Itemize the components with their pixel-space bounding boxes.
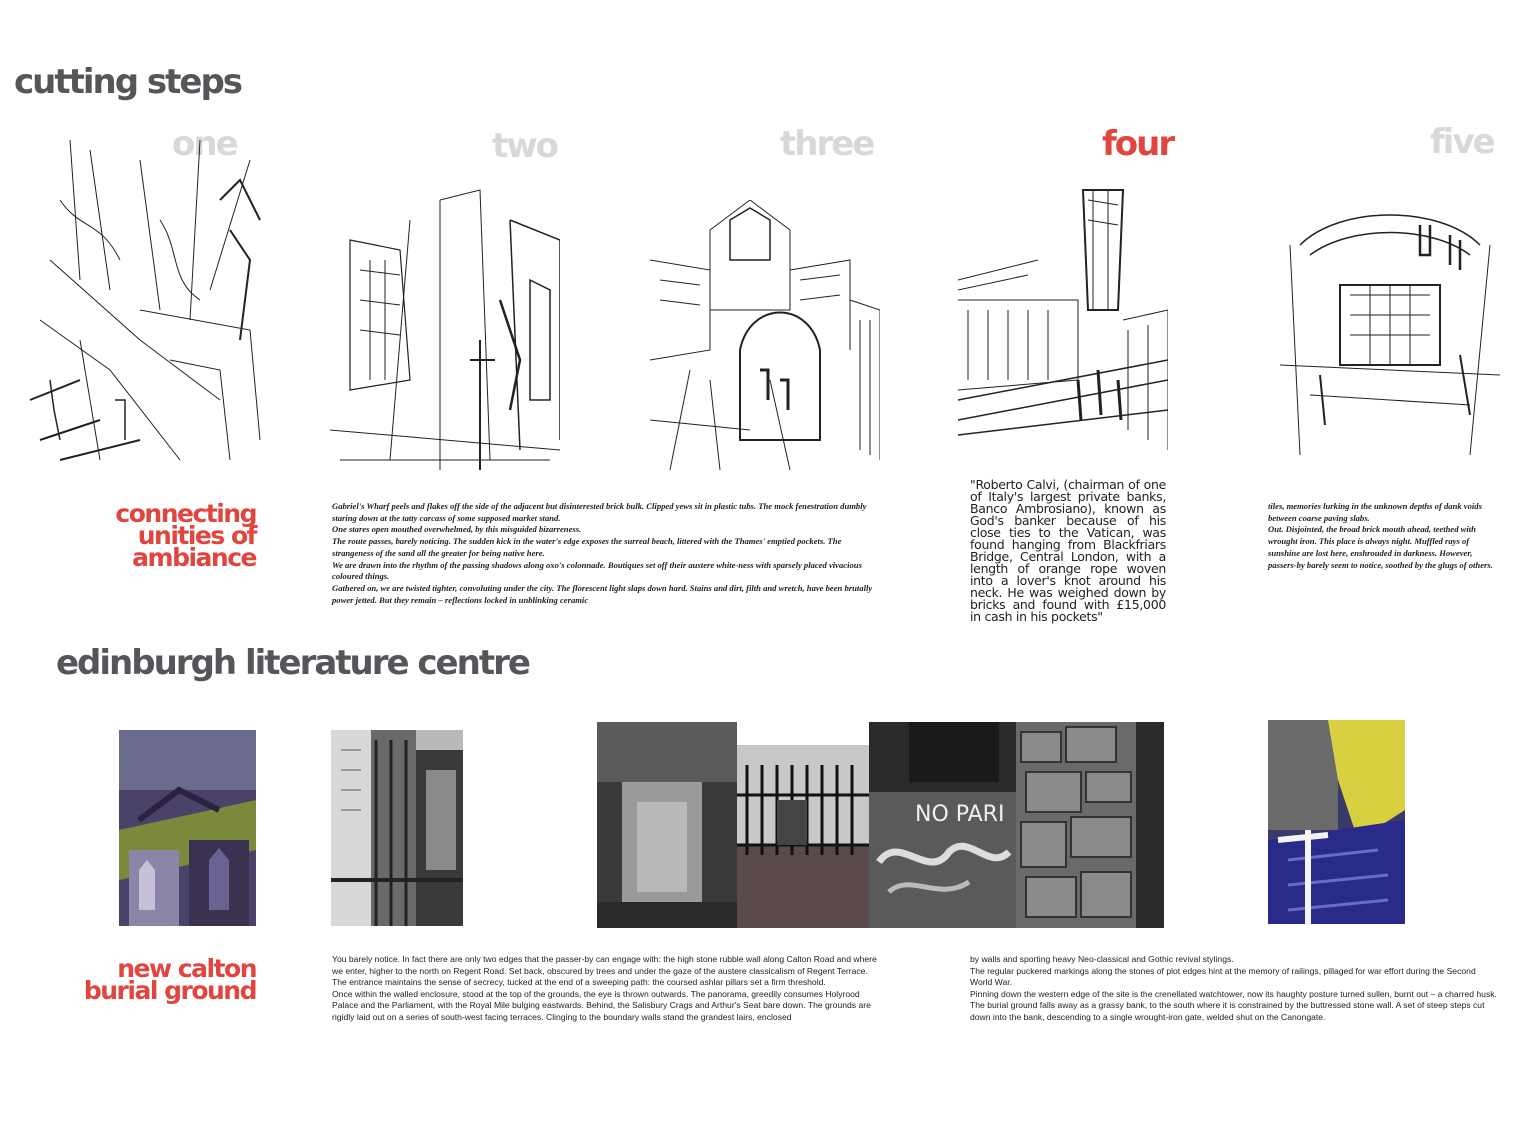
sketch-five [1280,205,1500,460]
photo-railings [737,745,869,928]
photo-gate [331,730,463,926]
photo-stone-wall [1016,722,1164,928]
sketch-three [650,200,880,470]
calton-text-left: You barely notice. In fact there are onl… [332,954,880,1024]
paragraph: Gathered on, we are twisted tighter, con… [332,582,873,605]
calvi-quote: "Roberto Calvi, (chairman of one of Ital… [970,477,1166,624]
subtitle-line-3: ambiance [132,543,257,572]
step-label-one: one [172,124,239,164]
step-label-five: five [1430,122,1496,162]
paragraph: We are drawn into the rhythm of the pass… [332,559,862,582]
subtitle-line-2: burial ground [83,976,258,1005]
cutting-steps-text: Gabriel's Wharf peels and flakes off the… [332,501,878,606]
no-parking-sign-text: NO PARI [915,802,1005,827]
section-title-edinburgh: edinburgh literature centre [56,643,531,683]
paragraph: The regular puckered markings along the … [970,965,1476,988]
photo-tomb [119,730,256,926]
paragraph: by walls and sporting heavy Neo-classica… [970,954,1234,964]
subtitle-new-calton: new calton burial ground [60,954,258,1005]
subtitle-connecting-unities: connecting unities of ambiance [60,499,258,572]
photo-no-parking: NO PARI [869,722,1016,928]
paragraph: The route passes, barely noticing. The s… [332,536,842,558]
paragraph: Out. Disjointed, the broad brick mouth a… [1268,524,1493,570]
cutting-steps-text-right: tiles, memories lurking in the unknown d… [1268,501,1503,571]
section-title-cutting-steps: cutting steps [14,62,243,102]
paragraph: One stares open mouthed overwhelmed, by … [332,524,582,535]
paragraph: Gabriel's Wharf peels and flakes off the… [332,501,867,523]
paragraph: Pinning down the western edge of the sit… [970,988,1497,999]
calton-text-right: by walls and sporting heavy Neo-classica… [970,954,1500,1024]
step-label-four: four [1102,124,1175,164]
subtitle-line-2: unities of [137,521,258,550]
sketch-one [20,140,270,470]
photo-headstone [597,722,737,928]
photo-painted-wall [1268,720,1405,924]
sketch-four [958,180,1168,450]
step-label-three: three [780,124,875,164]
subtitle-line-1: connecting [115,499,257,528]
paragraph: tiles, memories lurking in the unknown d… [1268,501,1482,523]
paragraph: Once within the walled enclosure, stood … [332,988,871,1022]
sketch-two [330,180,560,470]
paragraph: The burial ground falls away as a grassy… [970,1000,1485,1022]
subtitle-line-1: new calton [117,954,257,983]
paragraph: You barely notice. In fact there are onl… [332,954,877,988]
step-label-two: two [492,126,559,166]
